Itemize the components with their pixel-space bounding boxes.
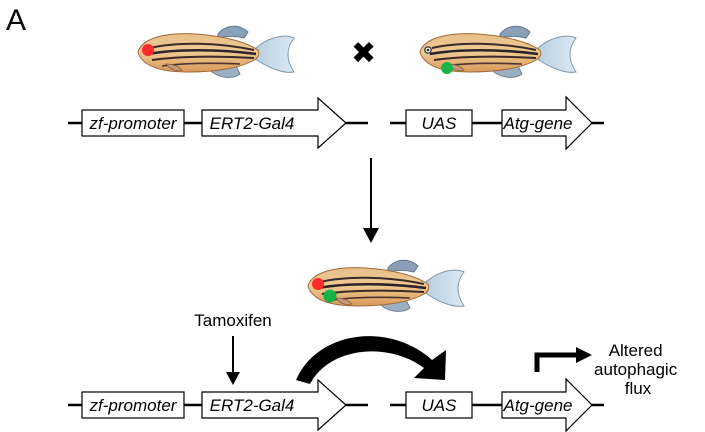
- promoter-box: [81, 109, 185, 137]
- promoter-label: zf-promoter: [89, 396, 178, 415]
- driver-arrow: [201, 96, 347, 150]
- gene-arrow: [501, 95, 593, 151]
- uas-box: [405, 391, 473, 419]
- promoter-label: zf-promoter: [89, 114, 178, 133]
- cross-result-arrow: [363, 158, 379, 243]
- uas-box: [405, 109, 473, 137]
- gene-label: Atg-gene: [503, 114, 573, 133]
- parent-fish-driver: [136, 24, 296, 79]
- cross-icon: ✖: [351, 36, 376, 71]
- gene-label: Atg-gene: [503, 396, 573, 415]
- offspring-fish: [306, 258, 466, 313]
- driver-construct: zf-promoter ERT2-Gal4: [68, 96, 368, 150]
- eye-marker-red: [142, 44, 154, 56]
- expression-arrow: [534, 347, 592, 372]
- bottom-reporter-construct: UAS Atg-gene: [390, 377, 604, 432]
- activation-arrow: [296, 336, 446, 384]
- reporter-construct: UAS Atg-gene: [390, 95, 604, 151]
- eye-marker-red: [312, 278, 324, 290]
- promoter-box: [81, 391, 185, 419]
- outcome-label: Altered autophagic flux: [594, 341, 682, 398]
- tamoxifen-arrow: [226, 336, 240, 385]
- parent-fish-reporter: [418, 24, 578, 79]
- gene-arrow: [501, 377, 593, 432]
- panel-label: A: [6, 4, 26, 37]
- uas-label: UAS: [422, 396, 458, 415]
- driver-arrow: [201, 378, 347, 432]
- driver-label: ERT2-Gal4: [210, 114, 295, 133]
- tamoxifen-label: Tamoxifen: [194, 311, 271, 330]
- driver-label: ERT2-Gal4: [210, 396, 295, 415]
- bottom-driver-construct: zf-promoter ERT2-Gal4: [68, 378, 368, 432]
- heart-marker-green: [441, 62, 453, 74]
- uas-label: UAS: [422, 114, 458, 133]
- heart-marker-green: [323, 289, 337, 303]
